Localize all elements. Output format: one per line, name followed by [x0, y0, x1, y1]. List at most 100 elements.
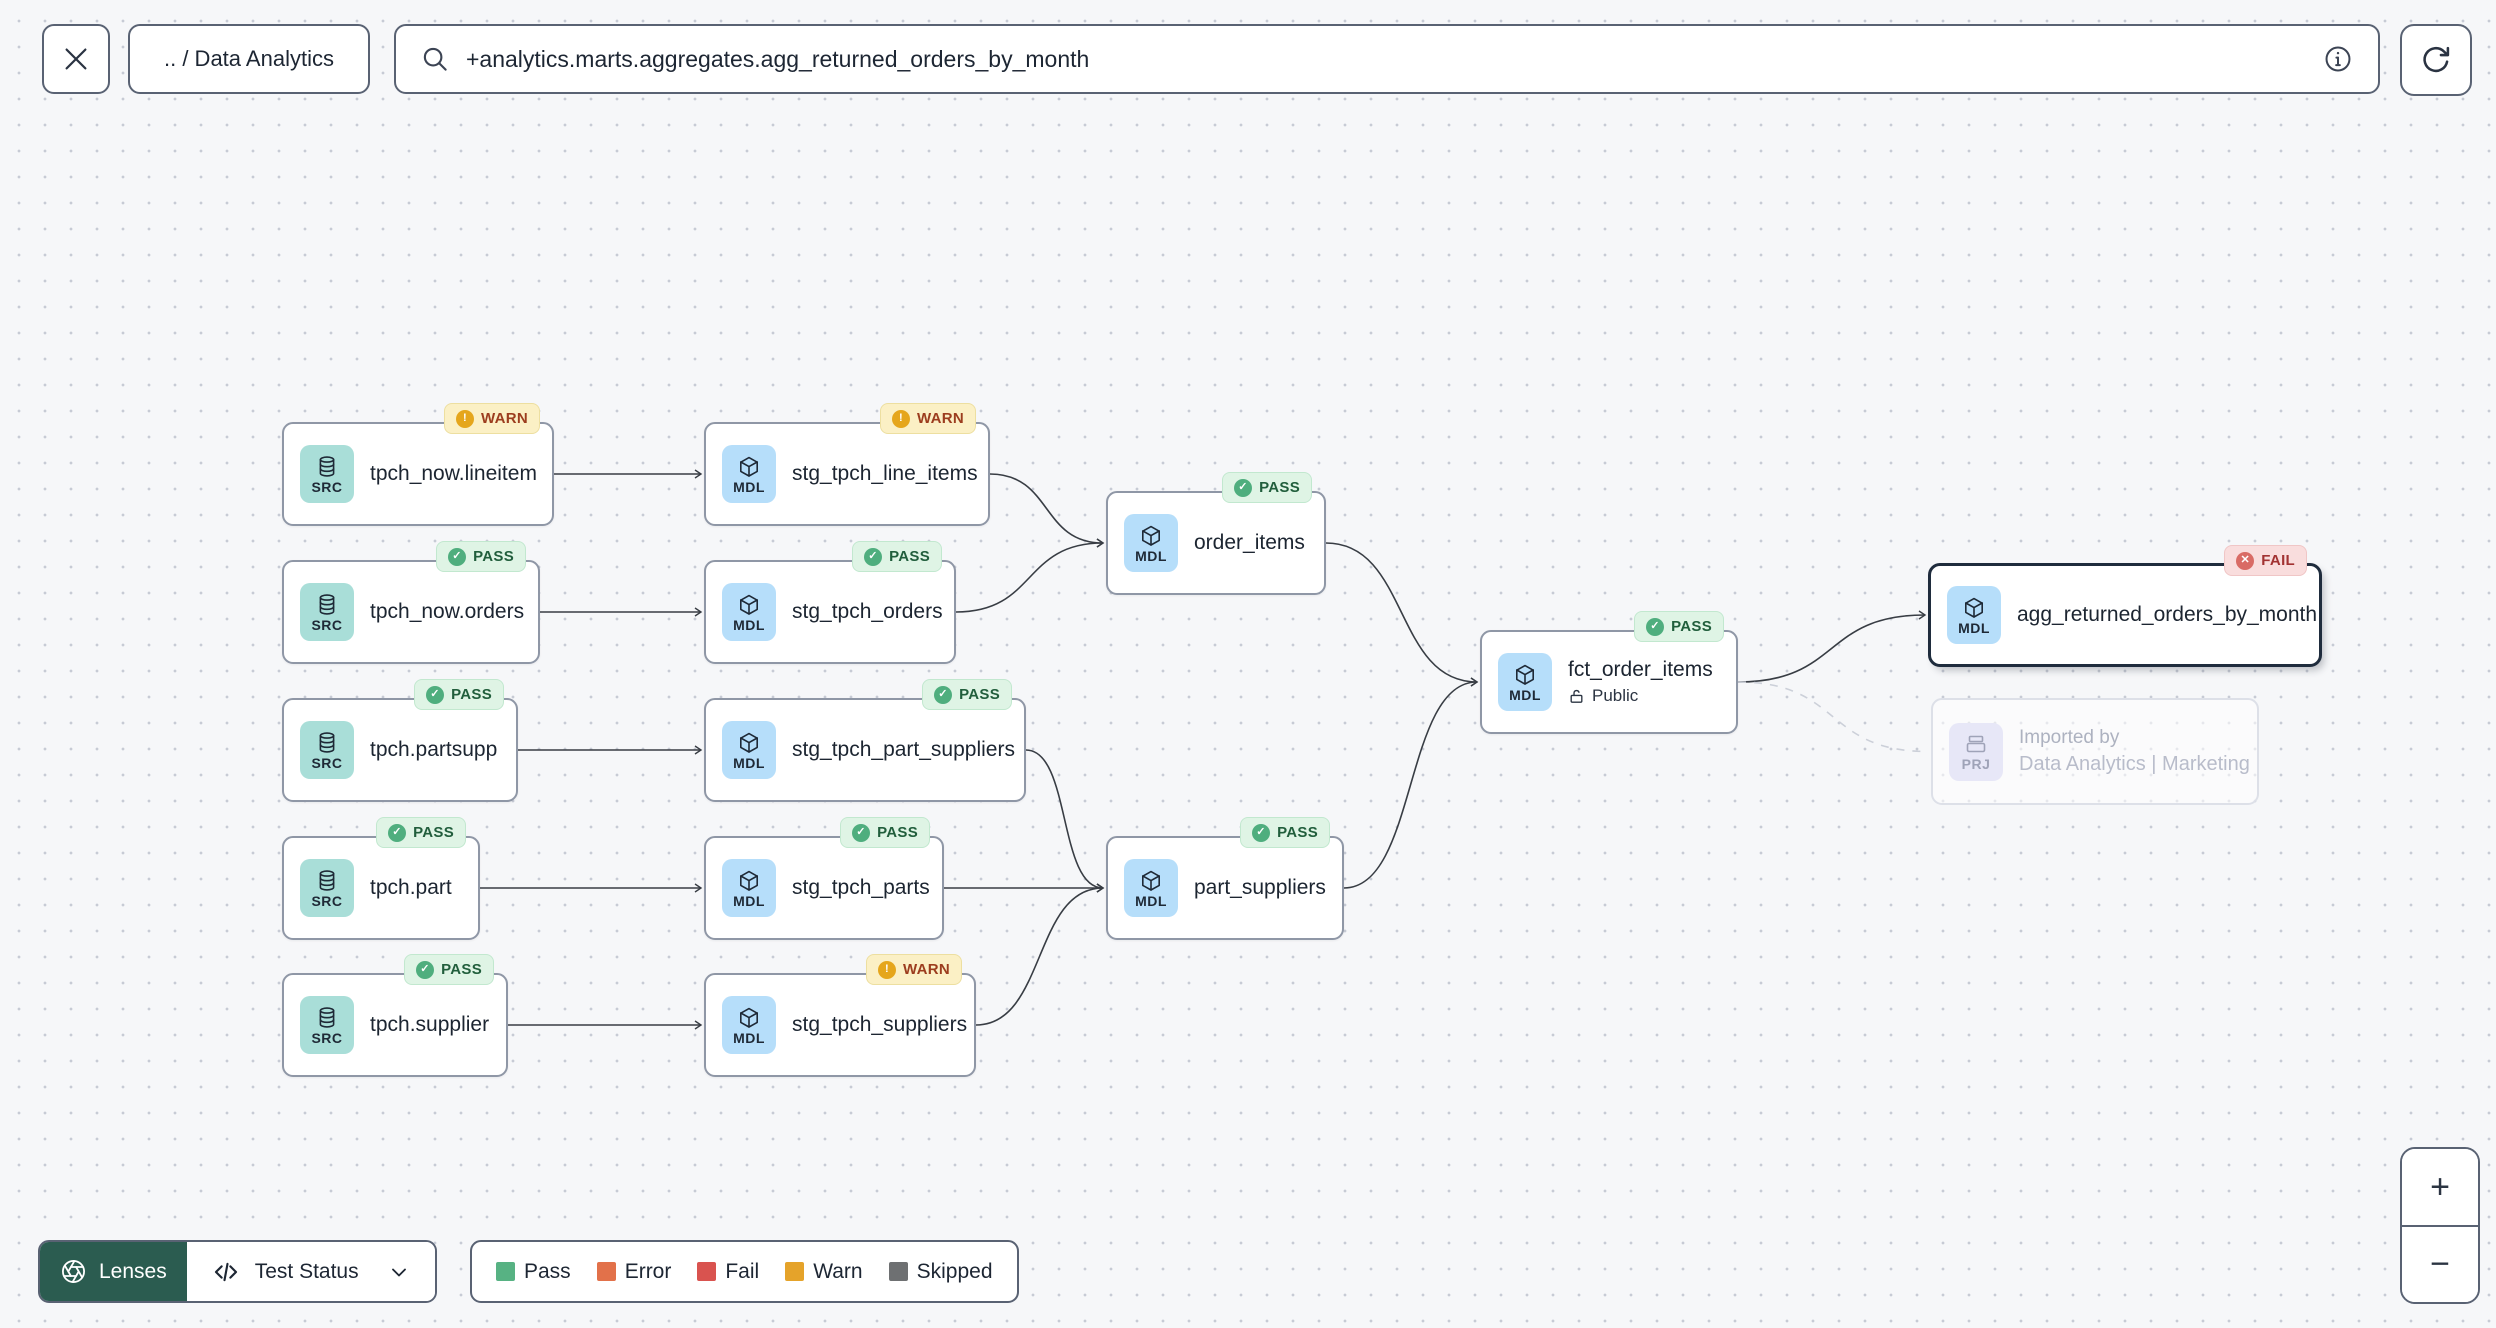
node-title: agg_returned_orders_by_month: [2017, 603, 2318, 626]
chip-label: MDL: [1509, 686, 1541, 703]
legend-item-skipped: Skipped: [888, 1259, 993, 1284]
src-icon: SRC: [300, 583, 354, 641]
search-icon: [420, 44, 450, 74]
search-input[interactable]: +analytics.marts.aggregates.agg_returned…: [466, 45, 1090, 72]
node-title: Imported by: [2019, 727, 2120, 748]
legend-swatch: [496, 1262, 515, 1281]
src-icon: SRC: [300, 445, 354, 503]
legend-swatch: [888, 1262, 908, 1281]
node-title: stg_tpch_parts: [792, 876, 930, 899]
close-button[interactable]: [42, 24, 110, 94]
status-label: WARN: [916, 410, 964, 427]
edge-part_suppliers-fct_order_items: [1343, 677, 1479, 889]
lens-selector[interactable]: Test Status: [186, 1242, 435, 1301]
legend-label: Fail: [725, 1259, 760, 1283]
node-access: Public: [1568, 686, 1713, 706]
lens-selector-label: Test Status: [254, 1259, 359, 1283]
lock-open-icon: [1568, 688, 1585, 705]
status-label: WARN: [902, 961, 950, 978]
legend-label: Warn: [813, 1259, 863, 1283]
status-badge-pass: ✓ PASS: [376, 817, 466, 848]
mdl-icon: MDL: [722, 583, 776, 641]
status-label: PASS: [1277, 824, 1318, 841]
chip-label: MDL: [733, 1029, 765, 1046]
chip-label: MDL: [733, 478, 765, 495]
status-dot-icon: !: [891, 409, 910, 428]
breadcrumb-label: .. / Data Analytics: [164, 46, 334, 71]
status-badge-warn: ! WARN: [879, 403, 976, 434]
refresh-button[interactable]: [2400, 24, 2472, 96]
zoom-controls: + −: [2400, 1147, 2480, 1304]
chip-label: MDL: [733, 892, 765, 909]
legend-item-error: Error: [596, 1259, 672, 1284]
status-dot-icon: ✓: [1234, 478, 1253, 497]
status-dot-icon: ✕: [2236, 551, 2255, 570]
node-title: stg_tpch_part_suppliers: [792, 738, 1015, 761]
status-badge-pass: ✓PASS: [852, 541, 942, 572]
mdl-icon: MDL: [722, 996, 776, 1054]
node-title: tpch.supplier: [370, 1013, 490, 1036]
edge-stg_line_items-order_items: [989, 473, 1105, 548]
chip-label: PRJ: [1961, 756, 1991, 772]
status-dot-icon: ✓: [388, 823, 407, 842]
legend-item-fail: Fail: [697, 1260, 759, 1284]
edge-stg_suppliers-part_suppliers: [975, 883, 1105, 1026]
search-bar[interactable]: +analytics.marts.aggregates.agg_returned…: [394, 24, 2380, 94]
graph-node-stg_orders[interactable]: ✓PASS MDL stg_tpch_orders: [704, 541, 956, 664]
graph-node-src_lineitem[interactable]: !WARN SRC tpch_now.lineitem: [282, 403, 554, 526]
node-title: tpch_now.orders: [370, 600, 525, 623]
status-label: PASS: [889, 548, 930, 565]
status-label: PASS: [473, 548, 514, 565]
edge-fct_order_items-agg_returned_orders_by_month: [1737, 610, 1927, 683]
lens-controls: Lenses Test Status: [38, 1240, 437, 1303]
legend-swatch: [697, 1262, 717, 1281]
node-title: tpch.part: [370, 876, 452, 899]
status-dot-icon: ✓: [448, 547, 467, 566]
status-label: PASS: [1259, 479, 1300, 496]
zoom-out-button[interactable]: −: [2402, 1226, 2478, 1302]
status-dot-icon: ✓: [934, 685, 953, 704]
status-dot-icon: ✓: [1252, 823, 1271, 842]
node-title: stg_tpch_orders: [792, 600, 943, 623]
status-dot-icon: !: [455, 409, 474, 428]
legend-label: Skipped: [916, 1259, 993, 1283]
status-dot-icon: ✓: [426, 685, 445, 704]
graph-node-src_supplier[interactable]: ✓PASS SRC tpch.supplier: [282, 954, 508, 1077]
status-badge-pass: ✓PASS: [1634, 611, 1724, 642]
info-icon[interactable]: [2322, 43, 2354, 75]
lenses-button[interactable]: Lenses: [40, 1242, 187, 1301]
node-title: fct_order_items: [1568, 658, 1713, 681]
chip-label: SRC: [311, 1029, 343, 1046]
node-access-label: Public: [1592, 686, 1639, 705]
status-dot-icon: !: [877, 960, 896, 979]
mdl-icon: MDL: [1124, 514, 1178, 572]
legend-label: Error: [624, 1259, 672, 1283]
node-title: tpch_now.lineitem: [370, 462, 537, 485]
status-label: PASS: [1671, 618, 1712, 635]
status-badge-pass: ✓PASS: [404, 954, 494, 985]
status-badge-pass: ✓PASS: [922, 679, 1012, 710]
status-label: PASS: [413, 824, 454, 841]
zoom-in-button[interactable]: +: [2402, 1149, 2478, 1225]
graph-node-src_orders[interactable]: ✓ PASS SRC tpch_now.orders: [282, 541, 540, 664]
status-badge-warn: !WARN: [443, 403, 540, 434]
node-title: tpch.partsupp: [370, 738, 498, 761]
chip-label: SRC: [311, 616, 343, 633]
status-badge-fail: ✕FAIL: [2224, 545, 2307, 576]
breadcrumb[interactable]: .. / Data Analytics: [128, 24, 370, 94]
edge-stg_part_suppliers-part_suppliers: [1025, 749, 1105, 893]
mdl-icon: MDL: [1124, 859, 1178, 917]
